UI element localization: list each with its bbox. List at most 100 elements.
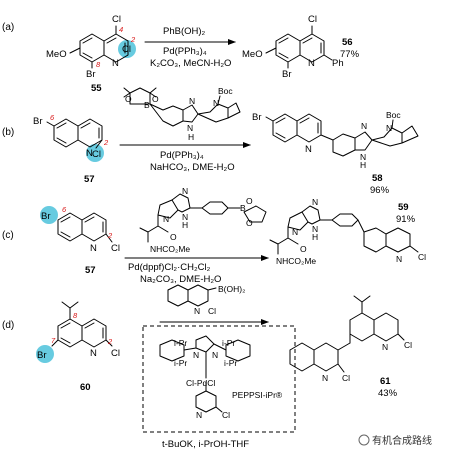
locant-2: 2 (107, 231, 113, 240)
benzimidazole-benzo (149, 103, 184, 127)
compound-59-structure: N O NHCO₂Me N N H N Cl (269, 197, 426, 266)
boc-bond (391, 119, 394, 129)
atom-nhco2me: NHCO₂Me (150, 244, 190, 254)
catalyst-b: Pd(PPh₃)₄ (160, 150, 204, 161)
atom-n: N (90, 243, 97, 254)
atom-br: Br (37, 350, 47, 361)
pinacol-ring (129, 87, 151, 105)
boronate-reagent-c: N O NHCO₂Me N N H B O O (139, 186, 267, 254)
panel-d-tag: (d) (2, 320, 14, 331)
ring-double-bonds (56, 122, 100, 144)
ring-pyridine (299, 33, 325, 63)
atom-b: B (144, 100, 150, 110)
yield-59: 91% (396, 214, 416, 225)
boronate-reagent-b: B O O N N H Boc N (123, 86, 241, 142)
ring-pyridine (81, 318, 107, 348)
atom-boc: Boc (218, 86, 233, 96)
peppsi-catalyst-structure: i-Pr i-Pr i-Pr i-Pr N N Cl-PdCl N Cl (159, 335, 251, 420)
atom-cl: Cl (92, 149, 101, 160)
conditions-c: Na₂CO₃, DME-H₂O (140, 274, 221, 285)
atom-h: H (360, 160, 366, 170)
substituent-bonds (265, 25, 333, 69)
atom-n2: N (213, 98, 219, 108)
isopropyl-4: i-Pr (224, 358, 237, 368)
conditions-d: t-BuOK, i-PrOH-THF (162, 439, 249, 450)
valine-chain (139, 214, 169, 243)
boronic-acid-reagent: B(OH)₂ N Cl (167, 284, 245, 316)
locant-6: 6 (62, 205, 67, 214)
atom-o2: O (246, 218, 253, 228)
compound-60-number: 60 (80, 382, 91, 393)
catalyst-a: Pd(PPh₃)₄ (163, 46, 207, 57)
ring-a (167, 284, 189, 307)
compound-61-structure: N Cl N Cl (289, 295, 412, 383)
panel-a: (a) Cl Cl MeO Br N 4 2 8 55 PhB(OH)₂ Pd(… (2, 14, 360, 94)
benzimidazole-imidazole (354, 131, 373, 151)
compound-58-number: 58 (372, 173, 383, 184)
atom-cl-c4: Cl (112, 14, 121, 25)
highlight-c6-br (40, 206, 58, 224)
atom-meo: MeO (46, 49, 67, 60)
pd-cl-label: Cl-PdCl (186, 378, 215, 388)
compound-61-number: 61 (380, 376, 391, 387)
conditions-b: NaHCO₃, DME-H₂O (150, 162, 235, 173)
atom-n-imid: N (182, 186, 188, 196)
isopropyl-3: i-Pr (222, 338, 235, 348)
quinoline-benzo (363, 227, 387, 253)
isopropyl-2: i-Pr (174, 358, 187, 368)
ring-pyridine (77, 118, 103, 148)
compound-59-number: 59 (398, 202, 409, 213)
imidazole (301, 205, 321, 225)
quinoline-b-benzo (349, 312, 375, 342)
wechat-icon (358, 434, 370, 446)
substituent-bonds (337, 295, 405, 373)
atom-cl2: Cl (404, 340, 412, 350)
atom-nh: N (360, 152, 366, 162)
compound-58-structure: Br N N N H Boc N (252, 110, 419, 170)
locant-2: 2 (103, 138, 109, 147)
ring-pyridine (296, 113, 322, 143)
biaryl-bond (337, 342, 351, 351)
atom-h: H (188, 132, 194, 142)
ring-pyridine (103, 33, 129, 63)
atom-ph: Ph (332, 58, 344, 69)
atom-br: Br (282, 69, 292, 80)
substituent-bonds (269, 226, 419, 255)
yield-56: 77% (340, 49, 360, 60)
conditions-a: K₂CO₃, MeCN-H₂O (150, 58, 231, 69)
watermark: 有机合成路线 (358, 434, 432, 447)
atom-cl: Cl (111, 348, 120, 359)
ring-double-bonds (278, 37, 322, 59)
isopropyl-1: i-Pr (174, 338, 187, 348)
spiro-pyrrolidine (371, 125, 419, 147)
atom-o1: O (246, 196, 253, 206)
highlight-c2-cl (86, 144, 104, 162)
compound-57-number-b: 57 (84, 174, 95, 185)
benzimidazole-imidazole (182, 104, 199, 123)
atom-cl-c2: Cl (122, 44, 131, 55)
atom-n: N (194, 306, 200, 316)
atom-nh: N (312, 224, 318, 234)
atom-cl: Cl (208, 306, 216, 316)
yield-58: 96% (370, 185, 390, 196)
pyridine-ring (195, 390, 217, 413)
ring-double-bonds (60, 322, 104, 344)
locant-2: 2 (107, 337, 113, 346)
atom-nhco2me: NHCO₂Me (276, 256, 316, 266)
atom-o: O (170, 232, 177, 242)
atom-cl1: Cl (342, 373, 350, 383)
atom-nh: N (182, 212, 188, 222)
imidazole (171, 193, 191, 213)
locant-7: 7 (51, 336, 56, 345)
quinoline-a-benzo (289, 342, 315, 372)
aryl-left (159, 339, 185, 362)
atom-boc: Boc (386, 110, 401, 120)
atom-cl: Cl (308, 14, 317, 25)
atom-o1: O (125, 94, 132, 104)
atom-n-quin: N (396, 254, 402, 264)
atom-n-imid: N (312, 197, 318, 207)
substituent-bonds (69, 25, 117, 69)
atom-br: Br (41, 211, 51, 222)
pinacol-ring (243, 205, 267, 223)
